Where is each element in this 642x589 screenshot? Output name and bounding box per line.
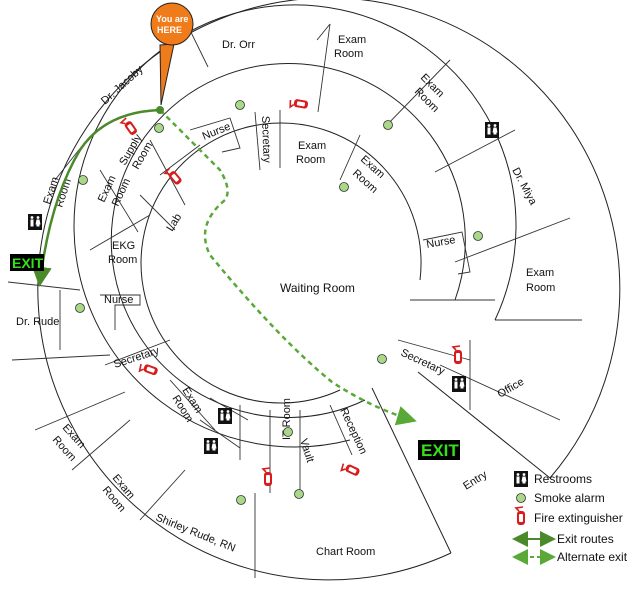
room-ekg: EKG (112, 240, 135, 252)
smoke-alarm-icon (235, 100, 245, 110)
room-chart: Chart Room (316, 546, 375, 558)
room-lab: Lab (164, 212, 184, 234)
room-dr-jacoby: Dr. Jacoby (99, 63, 146, 107)
restroom-icon (218, 408, 232, 424)
room-nurse-top: Nurse (201, 121, 233, 143)
legend: Restrooms Smoke alarm Fire extinguisher … (512, 471, 628, 565)
room-secretary-top: Secretary (259, 116, 273, 164)
fire-extinguisher-icon (262, 467, 273, 487)
room-exam-inner-1b: Room (296, 154, 325, 166)
legend-fire-extinguisher: Fire extinguisher (534, 511, 623, 525)
room-waiting: Waiting Room (280, 281, 355, 295)
fire-extinguisher-icon (339, 461, 362, 479)
exit-route-path (31, 108, 161, 287)
legend-smoke-alarm-icon (516, 493, 526, 503)
fire-extinguisher-icon (452, 345, 463, 365)
marker-line2: HERE (157, 25, 182, 35)
smoke-alarm-icon (154, 123, 164, 133)
fire-extinguisher-icon (288, 97, 310, 111)
exit-routes (31, 106, 417, 426)
room-nurse-left: Nurse (104, 294, 133, 306)
smoke-alarm-icon (377, 354, 387, 364)
building-walls (7, 0, 621, 581)
exit-sign-right: EXIT (418, 440, 460, 460)
room-entry: Entry (461, 468, 490, 492)
room-dr-miya: Dr. Miya (509, 166, 539, 208)
room-reception: Reception (337, 406, 369, 456)
room-exam-top-1: Exam (338, 34, 366, 46)
restrooms (28, 122, 499, 454)
smoke-alarm-icon (78, 175, 88, 185)
restroom-icon (28, 214, 42, 230)
legend-restrooms: Restrooms (534, 472, 592, 486)
legend-exit-routes: Exit routes (557, 532, 614, 546)
legend-fire-extinguisher-icon (515, 506, 526, 526)
fire-extinguisher-icon (137, 361, 160, 378)
room-dr-orr: Dr. Orr (222, 39, 255, 51)
smoke-alarm-icon (236, 495, 246, 505)
smoke-alarm-icon (473, 231, 483, 241)
smoke-alarm-icon (339, 182, 349, 192)
legend-restroom-icon (514, 471, 528, 487)
route-start-dot (156, 106, 164, 114)
alternate-exit-path (159, 109, 417, 426)
room-dr-rude: Dr. Rude (16, 316, 59, 328)
room-shirley: Shirley Rude, RN (154, 512, 237, 555)
room-exam-right: Exam (526, 267, 554, 279)
marker-line1: You are (156, 14, 188, 24)
room-ekg-b: Room (108, 254, 137, 266)
smoke-alarm-icon (383, 120, 393, 130)
room-exam-top-1b: Room (334, 48, 363, 60)
room-exam-inner-1: Exam (298, 140, 326, 152)
restroom-icon (452, 376, 466, 392)
restroom-icon (485, 122, 499, 138)
restroom-icon (204, 438, 218, 454)
room-exam-right-b: Room (526, 282, 555, 294)
room-nurse-right: Nurse (425, 234, 456, 251)
you-are-here-marker: You are HERE (150, 2, 194, 106)
exit-sign-left: EXIT (10, 254, 44, 271)
smoke-alarm-icon (294, 489, 304, 499)
exit-left-label: EXIT (12, 255, 44, 271)
smoke-alarm-icon (75, 303, 85, 313)
room-office: Office (496, 376, 527, 401)
legend-alternate-exit: Alternate exit (557, 550, 628, 564)
exit-right-label: EXIT (421, 441, 459, 460)
smoke-alarm-icon (283, 427, 293, 437)
legend-smoke-alarm: Smoke alarm (534, 491, 605, 505)
